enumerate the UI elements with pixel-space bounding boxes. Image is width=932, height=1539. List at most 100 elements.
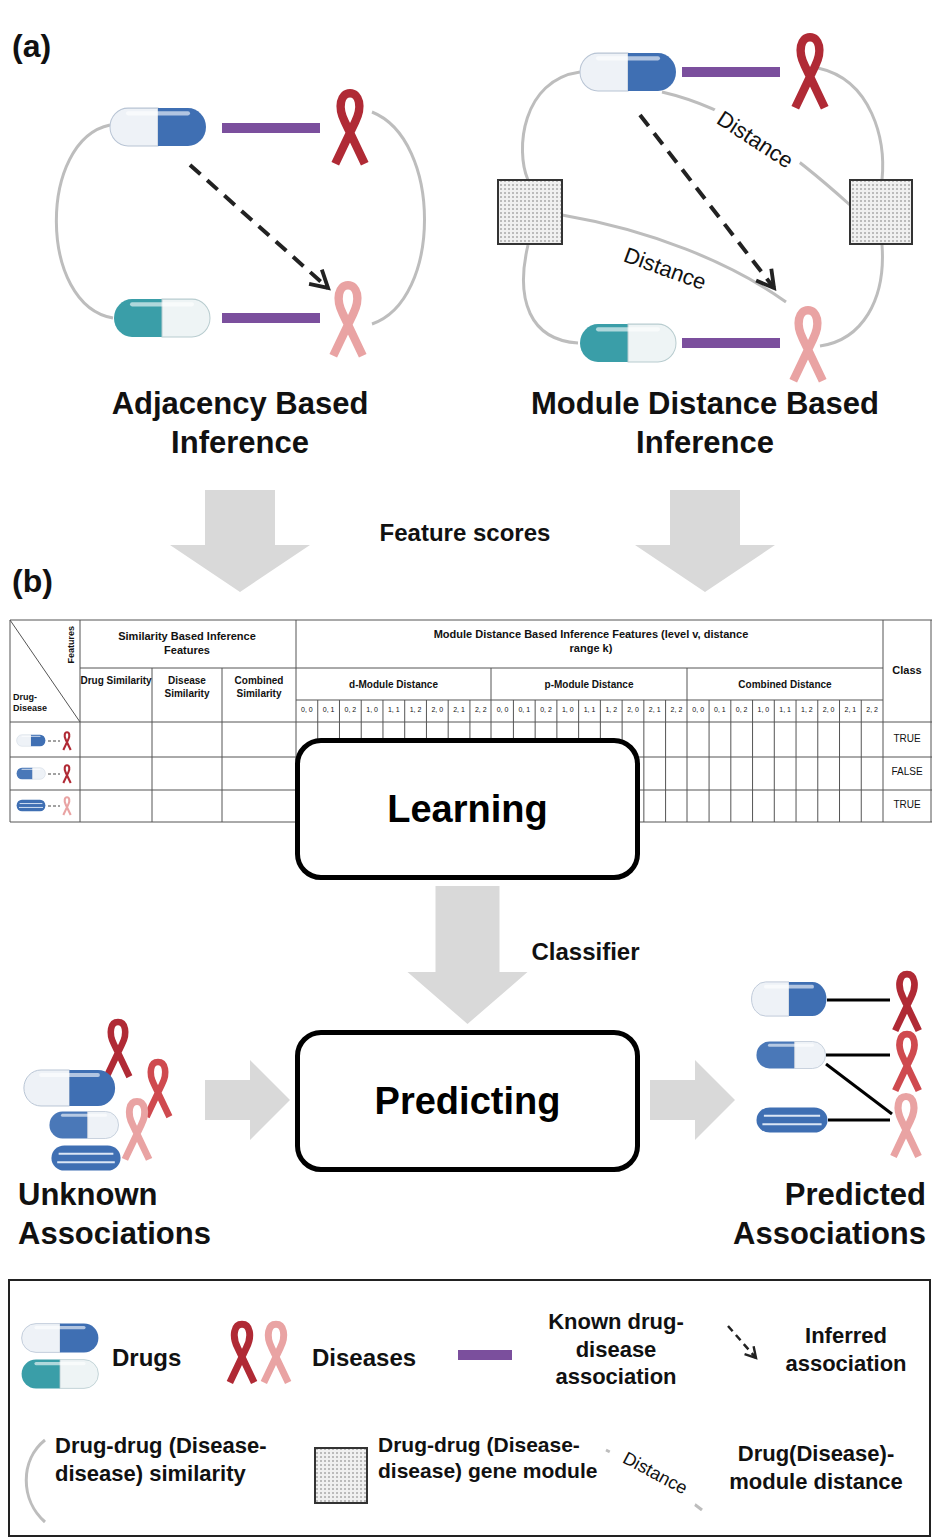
- illustration-part: [562, 215, 786, 302]
- illustration-part: [205, 1060, 290, 1140]
- label: Adjacency Based Inference: [70, 385, 410, 463]
- illustration-part: [10, 620, 11, 822]
- module-distance-figure: [498, 37, 912, 381]
- legend-text: Diseases: [312, 1343, 442, 1373]
- label: TRUE: [883, 733, 931, 746]
- label: 1, 2: [405, 706, 427, 715]
- illustration-part: [895, 1034, 919, 1090]
- illustration-part: [895, 974, 919, 1030]
- illustration-part: [63, 732, 70, 750]
- illustration-part: [48, 741, 60, 742]
- illustration-part: [826, 1064, 892, 1114]
- illustration-part: [230, 1324, 254, 1382]
- unknown-icons: [24, 1022, 170, 1171]
- predicted-icons: [752, 974, 919, 1156]
- edge-label: Classifier: [532, 937, 640, 967]
- label: (b): [12, 561, 82, 601]
- label: 2, 0: [426, 706, 448, 715]
- label: 1, 2: [796, 706, 818, 715]
- illustration-part: [827, 999, 890, 1002]
- illustration-part: [850, 180, 912, 244]
- illustration-part: [687, 668, 688, 822]
- illustration-part: [730, 700, 731, 822]
- illustration-part: [80, 668, 883, 669]
- illustration-part: [828, 1119, 890, 1122]
- box-title: Predicting: [375, 1080, 561, 1123]
- illustration-part: [48, 774, 60, 775]
- legend-text: Drug(Disease)-module distance: [706, 1440, 926, 1495]
- legend-panel: [9, 1280, 930, 1536]
- process-box: Learning: [295, 738, 640, 880]
- illustration-part: [524, 245, 578, 343]
- illustration-part: [333, 285, 362, 356]
- label: Module Distance Based Inference Features…: [432, 628, 750, 656]
- illustration-part: [125, 1102, 149, 1160]
- label: 2, 2: [470, 706, 492, 715]
- legend-text: Drugs: [112, 1343, 212, 1373]
- illustration-part: [931, 620, 932, 822]
- illustration-part: [17, 735, 46, 747]
- label: Distance: [613, 239, 716, 299]
- label: 1, 1: [383, 706, 405, 715]
- legend-text: Drug-drug (Disease-disease) similarity: [55, 1432, 300, 1487]
- illustration-part: [51, 1145, 120, 1170]
- label: Unknown Associations: [18, 1176, 268, 1254]
- label: 2, 1: [840, 706, 862, 715]
- label: 0, 2: [339, 706, 361, 715]
- illustration-part: [709, 700, 710, 822]
- illustration-part: [335, 93, 364, 164]
- illustration-part: [796, 700, 797, 822]
- illustration-part: [222, 313, 320, 323]
- label: 2, 1: [448, 706, 470, 715]
- label: 0, 0: [296, 706, 318, 715]
- illustration-part: [56, 125, 113, 318]
- label: 2, 2: [666, 706, 688, 715]
- illustration-part: [24, 1070, 115, 1106]
- label: 2, 0: [818, 706, 840, 715]
- illustration-part: [9, 1280, 930, 1536]
- illustration-part: [10, 722, 932, 723]
- illustration-part: [296, 700, 883, 701]
- label: d-Module Distance: [296, 679, 491, 692]
- illustration-part: [883, 620, 884, 822]
- label: 1, 1: [579, 706, 601, 715]
- illustration-part: [635, 490, 775, 592]
- label: 0, 2: [731, 706, 753, 715]
- label: Feature scores: [320, 518, 610, 548]
- illustration-part: [222, 123, 320, 133]
- illustration-part: [580, 53, 676, 91]
- illustration-part: [152, 668, 153, 822]
- adjacency-figure: [56, 93, 424, 356]
- label: Similarity Based Inference Features: [114, 630, 260, 658]
- label: TRUE: [883, 799, 931, 812]
- illustration-part: [728, 1326, 756, 1358]
- label: Class: [883, 664, 931, 678]
- illustration-part: [682, 67, 780, 77]
- label: Combined Distance: [687, 679, 883, 692]
- illustration-part: [110, 108, 206, 146]
- label: Module Distance Based Inference: [492, 385, 918, 463]
- label: Combined Similarity: [222, 675, 296, 700]
- illustration-part: [756, 1107, 827, 1132]
- illustration-part: [63, 797, 70, 815]
- legend-text: Inferred association: [768, 1322, 924, 1377]
- label: 0, 2: [535, 706, 557, 715]
- illustration-part: [22, 1360, 99, 1389]
- illustration-part: [826, 1054, 890, 1057]
- illustration-part: [107, 1022, 130, 1077]
- illustration-part: [839, 700, 840, 822]
- illustration-part: [190, 165, 328, 288]
- label: 1, 1: [774, 706, 796, 715]
- label: 0, 0: [492, 706, 514, 715]
- illustration-part: [17, 800, 46, 812]
- illustration-part: [222, 668, 223, 822]
- illustration-part: [498, 180, 562, 244]
- illustration-part: [817, 700, 818, 822]
- box-title: Learning: [387, 788, 547, 831]
- illustration-part: [752, 700, 753, 822]
- process-box: Predicting: [295, 1030, 640, 1172]
- illustration-part: [665, 700, 666, 822]
- illustration-part: [48, 806, 60, 807]
- illustration-part: [752, 982, 827, 1016]
- label: FALSE: [883, 766, 931, 779]
